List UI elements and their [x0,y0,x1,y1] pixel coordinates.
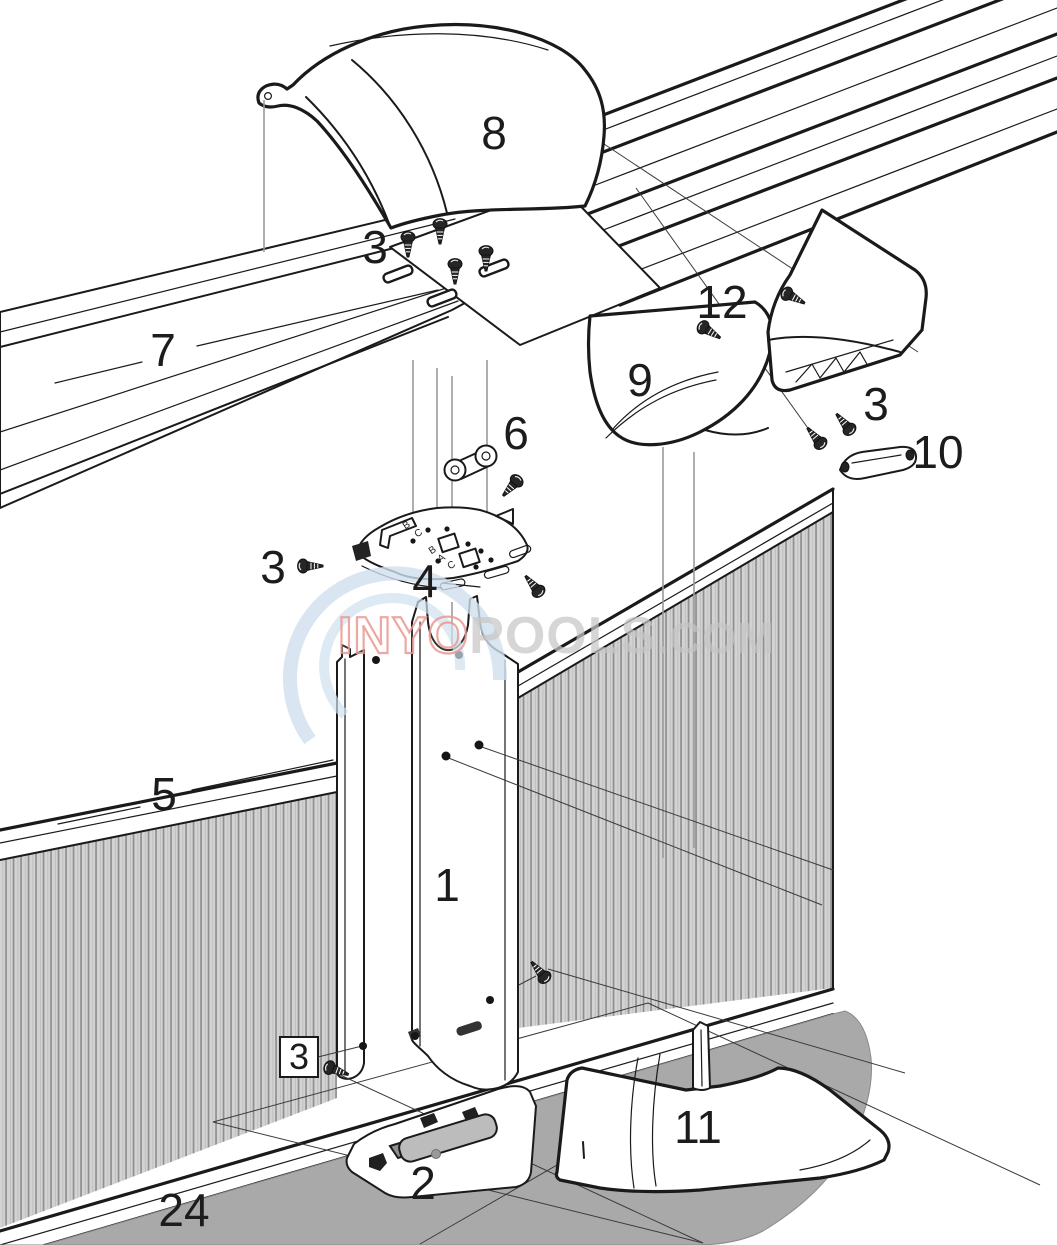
end-cap-10 [839,445,918,480]
washer-link-6 [443,444,498,482]
top-plate-4 [352,506,532,591]
bottom-plate-2 [345,1085,537,1199]
pool-wall-right [516,487,835,1028]
cap-12 [766,208,928,393]
pool-wall-left [0,761,339,1228]
label-dashes [54,289,439,825]
bottom-cap-11 [554,1021,891,1194]
upright-1 [335,595,519,1091]
cap-9 [586,300,775,447]
top-rail-7 [0,184,661,509]
top-cap-8 [256,22,607,230]
top-rail-far [583,0,1057,307]
